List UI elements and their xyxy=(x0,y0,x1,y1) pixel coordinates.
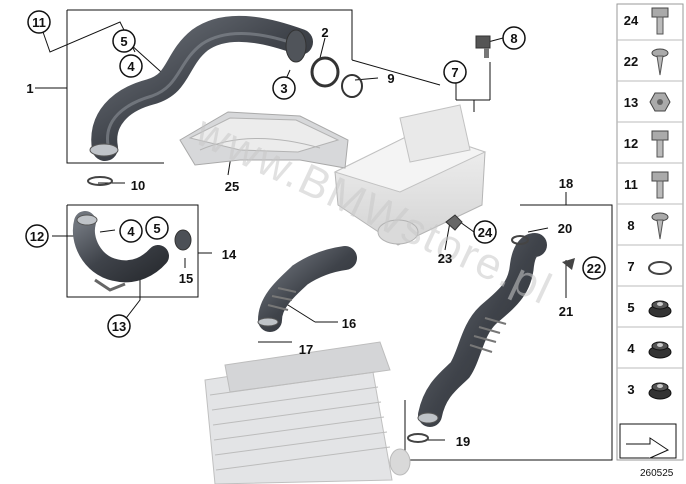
legend-grommet-icon xyxy=(648,300,672,318)
callout-label-8: 8 xyxy=(510,31,517,46)
callout-circle xyxy=(502,26,526,50)
legend-screw-icon xyxy=(651,48,669,76)
legend-label-3: 3 xyxy=(627,382,634,397)
callout-label-23: 23 xyxy=(438,251,452,266)
callout-label-20: 20 xyxy=(558,221,572,236)
callout-label-5: 5 xyxy=(153,221,160,236)
callout-circle xyxy=(119,54,143,78)
legend-label-8: 8 xyxy=(627,218,634,233)
legend-ring-icon xyxy=(648,261,672,275)
legend-label-12: 12 xyxy=(624,136,638,151)
callout-circle xyxy=(145,216,169,240)
callout-label-3: 3 xyxy=(280,81,287,96)
callout-label-12: 12 xyxy=(30,229,44,244)
legend-bolt-icon xyxy=(651,130,669,158)
callout-label-14: 14 xyxy=(222,247,237,262)
callout-label-25: 25 xyxy=(225,179,239,194)
callout-circle xyxy=(27,10,51,34)
callout-label-5: 5 xyxy=(120,34,127,49)
callout-circle xyxy=(107,314,131,338)
callout-label-16: 16 xyxy=(342,316,356,331)
legend-label-13: 13 xyxy=(624,95,638,110)
callout-label-18: 18 xyxy=(559,176,573,191)
callout-label-22: 22 xyxy=(587,261,601,276)
callout-circle xyxy=(272,76,296,100)
side-legend: 24 22 13 12 11 8 7 5 4 3 xyxy=(616,3,684,461)
legend-grommet-icon xyxy=(648,382,672,400)
legend-grommet-icon xyxy=(648,341,672,359)
charge-pipe-middle xyxy=(257,246,357,332)
legend-label-22: 22 xyxy=(624,54,638,69)
charge-pipe-left xyxy=(72,211,192,292)
callout-label-2: 2 xyxy=(321,25,328,40)
callout-circle xyxy=(473,220,497,244)
intercooler-illustration xyxy=(204,341,411,484)
legend-label-24: 24 xyxy=(624,13,639,28)
callout-layer: 1234578910111213141516171819202122232425… xyxy=(25,10,606,449)
callout-label-10: 10 xyxy=(131,178,145,193)
callout-label-11: 11 xyxy=(32,15,46,30)
callout-label-4: 4 xyxy=(127,224,135,239)
reference-number: 260525 xyxy=(640,468,674,479)
callout-label-19: 19 xyxy=(456,434,470,449)
callout-label-15: 15 xyxy=(179,271,193,286)
callout-circle xyxy=(25,224,49,248)
group-frames xyxy=(66,9,613,461)
legend-bolt-icon xyxy=(651,7,669,35)
intake-cover-illustration xyxy=(179,111,349,169)
charge-pipe-right xyxy=(407,233,575,443)
callout-label-4: 4 xyxy=(127,59,135,74)
callout-label-7: 7 xyxy=(451,65,458,80)
legend-label-4: 4 xyxy=(627,341,635,356)
sensor-illustration xyxy=(445,35,491,231)
callout-label-24: 24 xyxy=(478,225,493,240)
legend-nut-icon xyxy=(649,92,671,112)
callout-circle xyxy=(582,256,606,280)
legend-screw-icon xyxy=(651,212,669,240)
charge-pipe-top xyxy=(87,15,363,186)
legend-label-11: 11 xyxy=(624,177,638,192)
callout-circle xyxy=(443,60,467,84)
callout-label-17: 17 xyxy=(299,342,313,357)
callout-circle xyxy=(119,219,143,243)
legend-label-7: 7 xyxy=(627,259,634,274)
watermark: www.BMWstore.pl xyxy=(188,106,560,314)
callout-circle xyxy=(112,29,136,53)
callout-label-1: 1 xyxy=(26,81,33,96)
legend-bolt-icon xyxy=(651,171,669,199)
callout-label-21: 21 xyxy=(559,304,573,319)
legend-label-5: 5 xyxy=(627,300,634,315)
callout-label-13: 13 xyxy=(112,319,126,334)
callout-label-9: 9 xyxy=(387,71,394,86)
air-filter-box-illustration xyxy=(333,104,487,246)
